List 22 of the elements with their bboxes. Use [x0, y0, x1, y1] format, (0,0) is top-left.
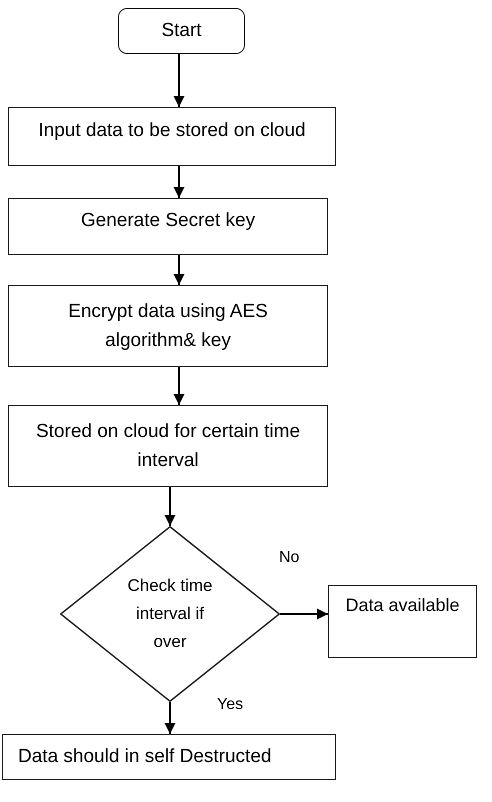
step-text: Stored on cloud for certain time interval: [34, 420, 302, 473]
arrow: [164, 702, 176, 734]
step-text: Start: [161, 19, 202, 44]
step-text: Data should in self Destructed: [18, 745, 272, 770]
arrow: [174, 255, 184, 285]
step-text: Data available: [345, 594, 460, 617]
arrow: [280, 608, 328, 620]
process-box: [8, 285, 328, 367]
arrow: [174, 54, 184, 107]
process-box: [8, 198, 328, 255]
step-text: Generate Secret key: [80, 209, 256, 233]
step-text: Encrypt data using AES algorithm& key: [67, 300, 269, 353]
arrow: [164, 487, 176, 526]
process-box: [8, 107, 336, 166]
process-box: [328, 585, 477, 658]
decision-text: Check time interval if over: [126, 574, 214, 654]
end-box: [2, 734, 336, 780]
process-box: [8, 405, 328, 487]
step-text: Input data to be stored on cloud: [38, 119, 306, 143]
arrow: [174, 166, 184, 198]
arrow: [174, 367, 184, 405]
start-terminal: [118, 8, 245, 54]
